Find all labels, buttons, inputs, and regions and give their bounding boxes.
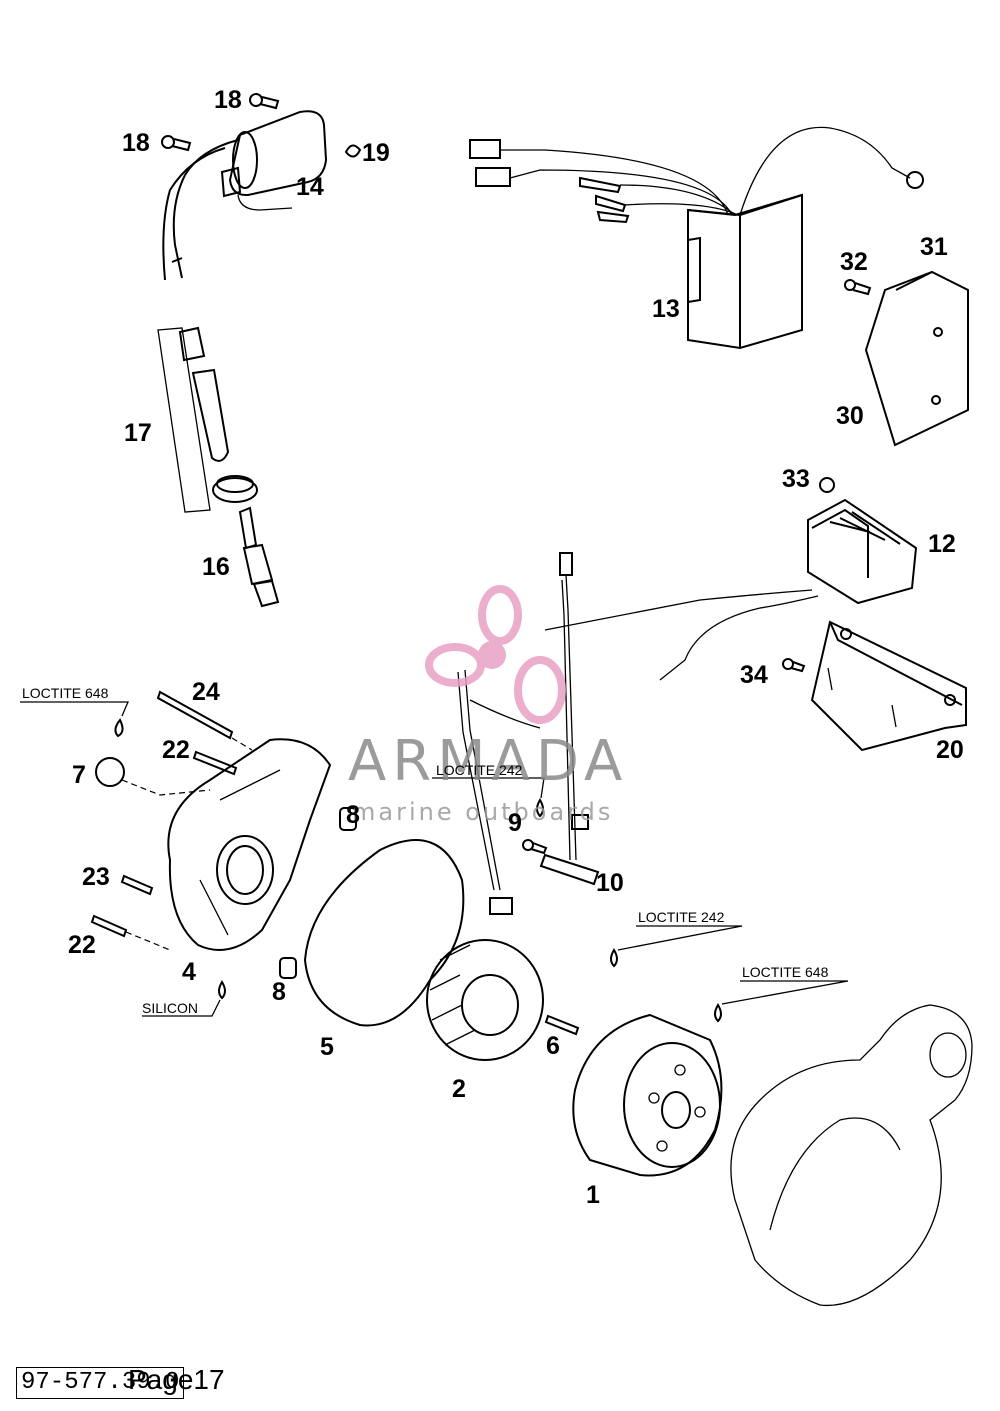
pickup-wiring — [457, 552, 600, 915]
label-part-22-lower: 22 — [68, 931, 96, 959]
ignition-coil — [162, 110, 328, 281]
cdi-bracket — [864, 270, 969, 447]
label-part-13: 13 — [652, 295, 680, 323]
label-part-31: 31 — [920, 233, 948, 261]
flywheel — [572, 1013, 723, 1177]
note-loctite-242-center: LOCTITE 242 — [436, 762, 523, 778]
coil-screw-lower — [161, 135, 192, 152]
prop-hub — [478, 641, 506, 669]
prop-blade-top — [478, 585, 522, 645]
document-code: 97-577.39.0 — [16, 1367, 185, 1399]
label-part-16: 16 — [202, 553, 230, 581]
bracket-screw — [844, 279, 872, 296]
cdi-unit — [469, 126, 924, 350]
label-part-22-upper: 22 — [162, 736, 190, 764]
pickup-screw — [522, 839, 548, 855]
label-part-30: 30 — [836, 402, 864, 430]
watermark-subtitle: marine outboards — [352, 798, 613, 826]
stator-screw — [544, 1014, 580, 1036]
nut — [819, 477, 835, 493]
label-part-33: 33 — [782, 465, 810, 493]
note-loctite-648-right: LOCTITE 648 — [742, 964, 829, 980]
label-part-8-lower: 8 — [272, 978, 286, 1006]
coil-screw-upper — [249, 93, 280, 110]
label-part-14: 14 — [296, 173, 324, 201]
stator — [426, 939, 544, 1061]
label-part-5: 5 — [320, 1033, 334, 1061]
propeller-logo — [425, 585, 566, 724]
label-part-10: 10 — [596, 869, 624, 897]
prop-blade-right — [514, 656, 566, 724]
label-part-18-lower: 18 — [122, 129, 150, 157]
watermark: ARMADA marine outboards — [348, 585, 628, 826]
page-number: Page17 — [128, 1364, 225, 1395]
crankcase — [730, 1004, 973, 1307]
bracket-screw-34 — [782, 658, 806, 673]
watermark-title: ARMADA — [348, 729, 628, 794]
label-part-34: 34 — [740, 661, 768, 689]
label-part-6: 6 — [546, 1032, 560, 1060]
spark-plug-cap — [157, 326, 258, 513]
label-part-19: 19 — [362, 139, 390, 167]
label-part-4: 4 — [182, 958, 196, 986]
coil-clip — [344, 144, 362, 158]
label-part-17: 17 — [124, 419, 152, 447]
regulator-bracket — [810, 620, 967, 752]
label-part-8-upper: 8 — [346, 801, 360, 829]
label-part-9: 9 — [508, 809, 522, 837]
dowel-pins — [279, 807, 357, 979]
label-part-2: 2 — [452, 1075, 466, 1103]
prop-blade-left — [425, 643, 485, 687]
note-loctite-648-left: LOCTITE 648 — [22, 685, 109, 701]
label-part-18-upper: 18 — [214, 86, 242, 114]
cover-gasket — [303, 839, 465, 1027]
spark-plug — [238, 506, 280, 608]
label-part-7: 7 — [72, 761, 86, 789]
note-silicon: SILICON — [142, 1000, 198, 1016]
voltage-regulator — [544, 498, 918, 681]
ignition-cover — [167, 738, 332, 951]
cover-plug — [95, 757, 125, 787]
note-loctite-242-right: LOCTITE 242 — [638, 909, 725, 925]
label-part-1: 1 — [586, 1181, 600, 1209]
cover-screws — [90, 690, 253, 951]
label-part-12: 12 — [928, 530, 956, 558]
label-part-24: 24 — [192, 678, 220, 706]
label-part-20: 20 — [936, 736, 964, 764]
label-part-32: 32 — [840, 248, 868, 276]
note-leaders — [20, 701, 849, 1017]
label-part-23: 23 — [82, 863, 110, 891]
loctite-drops — [114, 718, 722, 1023]
